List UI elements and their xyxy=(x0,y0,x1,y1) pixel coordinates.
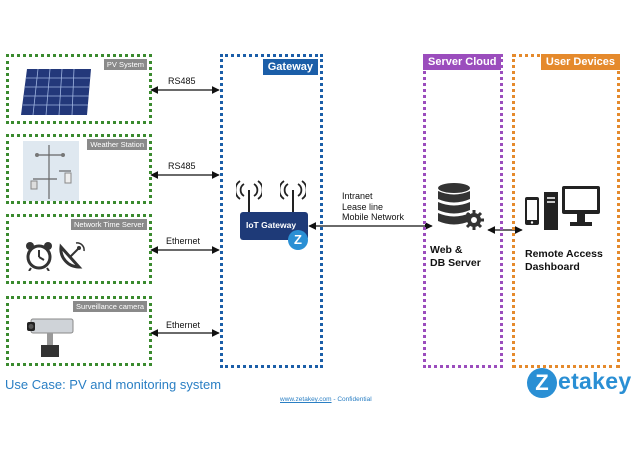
device-tag: Network Time Server xyxy=(70,219,147,230)
iot-gateway-label: IoT Gateway xyxy=(246,220,297,230)
network-label: Intranet Lease line Mobile Network xyxy=(342,191,404,223)
logo-wordmark: etakey xyxy=(558,368,632,394)
gateway-z-badge-icon: Z xyxy=(288,230,308,250)
surveillance-camera-box: Surveillance camera xyxy=(6,296,152,366)
device-tag: Weather Station xyxy=(87,139,147,150)
link-label-ethernet: Ethernet xyxy=(166,236,201,246)
network-line-intranet: Intranet xyxy=(342,191,373,201)
device-tag: PV System xyxy=(103,59,147,70)
desktop-computer-icon xyxy=(544,186,600,230)
satellite-icon xyxy=(59,242,85,269)
alarm-clock-icon xyxy=(26,242,52,271)
zetakey-logo: Z etakey xyxy=(527,366,633,400)
link-label-ethernet: Ethernet xyxy=(166,320,201,330)
web-db-server-label: Web & DB Server xyxy=(430,244,481,269)
wifi-antenna-icon xyxy=(280,180,306,214)
server-cloud-title: Server Cloud xyxy=(423,54,502,70)
database-server-icon xyxy=(438,183,484,230)
gateway-title: Gateway xyxy=(262,59,318,75)
pv-system-box: PV System xyxy=(6,54,152,124)
network-line-mobile: Mobile Network xyxy=(342,212,405,222)
user-devices-column: User Devices xyxy=(512,54,620,368)
network-line-lease: Lease line xyxy=(342,201,384,212)
weather-station-icon xyxy=(23,141,79,201)
wifi-antenna-icon xyxy=(236,180,262,214)
use-case-caption: Use Case: PV and monitoring system xyxy=(5,377,222,392)
solar-panel-icon xyxy=(21,68,91,116)
network-time-server-box: Network Time Server xyxy=(6,214,152,284)
link-label-rs485: RS485 xyxy=(168,76,196,86)
link-label-rs485: RS485 xyxy=(168,161,196,171)
camera-icon xyxy=(27,318,74,357)
footer-url-link[interactable]: www.zetakey.com xyxy=(280,396,332,403)
logo-z-icon: Z xyxy=(527,368,557,398)
weather-station-box: Weather Station xyxy=(6,134,152,204)
device-tag: Surveillance camera xyxy=(73,301,147,312)
remote-access-dashboard-label: Remote Access Dashboard xyxy=(525,248,603,273)
user-devices-title: User Devices xyxy=(540,54,620,70)
smartphone-icon xyxy=(525,197,539,225)
server-cloud-column: Server Cloud xyxy=(423,54,503,368)
gateway-column: Gateway xyxy=(220,54,323,368)
footer-confidential: www.zetakey.com - Confidential xyxy=(280,396,372,403)
